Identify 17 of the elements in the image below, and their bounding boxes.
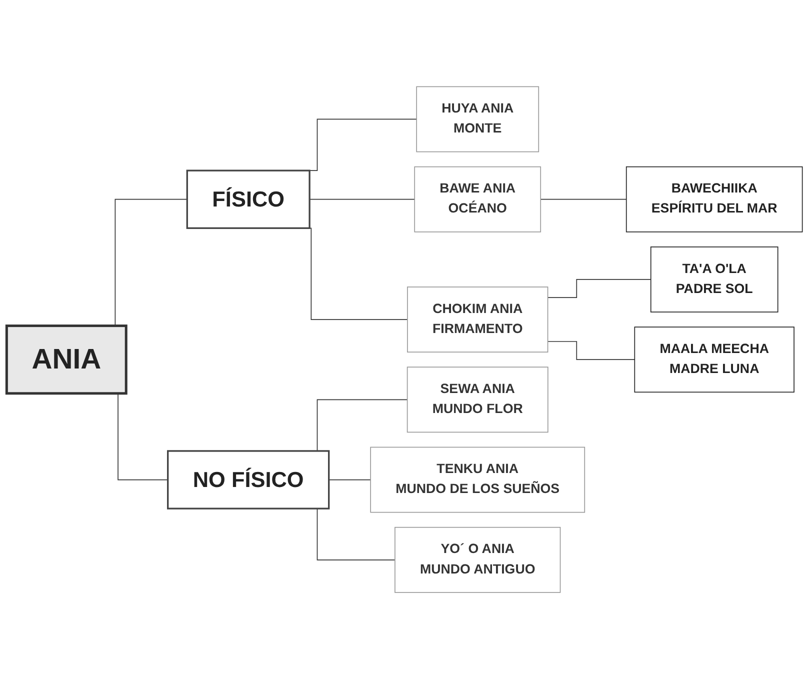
connector [547,279,652,298]
node-box: ANIA [5,324,128,395]
node-box: BAWE ANIA OCÉANO [414,166,542,232]
node-box: SEWA ANIA MUNDO FLOR [406,366,548,433]
node-box: YO´ O ANIA MUNDO ANTIGUO [394,526,561,593]
node-box: FÍSICO [186,170,310,229]
connector [547,341,636,360]
node-box: CHOKIM ANIA FIRMAMENTO [407,286,548,352]
node-box: TENKU ANIA MUNDO DE LOS SUEÑOS [370,446,586,513]
node-box: MAALA MEECHA MADRE LUNA [634,326,794,392]
connector [309,198,416,200]
node-box: BAWECHIIKA ESPÍRITU DEL MAR [626,166,803,232]
connector [540,198,627,200]
node-box: HUYA ANIA MONTE [416,86,540,152]
node-box: TA'A O'LA PADRE SOL [650,246,778,312]
connector [328,479,371,480]
node-box: NO FÍSICO [167,450,330,510]
